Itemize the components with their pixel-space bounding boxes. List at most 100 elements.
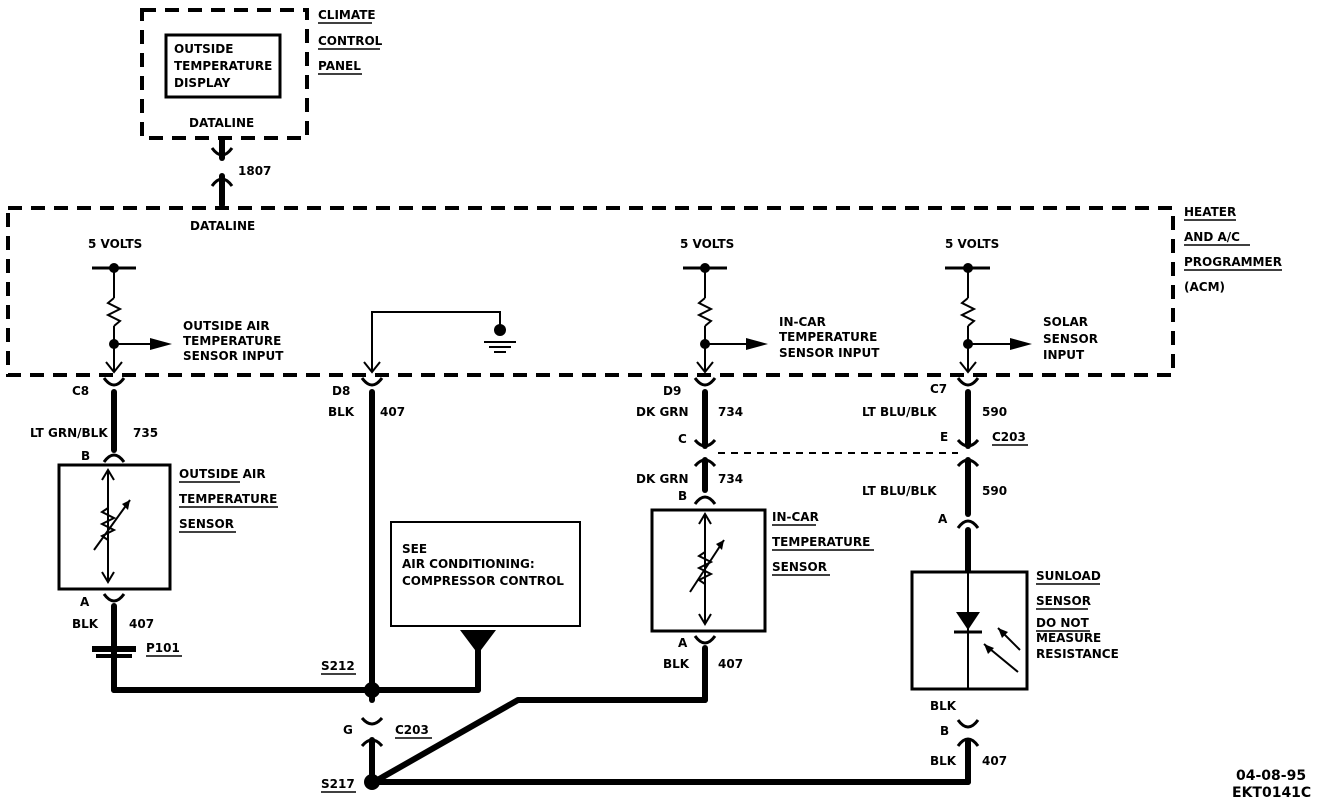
incar-input-line-2: TEMPERATURE [779,330,877,344]
incar-sensor-line-2: TEMPERATURE [772,535,870,549]
outside-air-pin: C8 [72,384,89,398]
display-label-line-1: OUTSIDE [174,42,233,56]
incar-volts: 5 VOLTS [680,237,734,251]
solar-ground-wire [371,719,980,785]
outside-air-sensor-line-3: SENSOR [179,517,234,531]
solar-conn-pin: E [940,430,948,444]
incar-ground-num: 407 [718,657,743,671]
solar-input-line-2: SENSOR [1043,332,1098,346]
outside-air-sensor-line-2: TEMPERATURE [179,492,277,506]
incar-wire-num-1: 734 [718,405,743,419]
thermistor-icon [93,468,131,584]
outside-air-ground-wire [92,593,375,693]
dataline-connector-id: 1807 [238,164,271,178]
panel-title-line-1: CLIMATE [318,8,376,22]
c203-ground-conn: C203 [395,723,429,737]
sunload-warning-line-3: RESISTANCE [1036,647,1119,661]
outside-air-input-line-3: SENSOR INPUT [183,349,284,363]
outside-air-ground-color: BLK [72,617,99,631]
footer-date: 04-08-95 [1236,768,1306,784]
incar-wire [693,377,717,505]
programmer-title-line-1: HEATER [1184,205,1236,219]
outside-air-ground-num: 407 [129,617,154,631]
outside-air-input-line-2: TEMPERATURE [183,334,281,348]
sunload-warning-line-2: MEASURE [1036,631,1101,645]
solar-ground-label: BLK [930,699,957,713]
thermistor-icon [689,512,725,626]
outside-air-pullup [92,263,172,374]
outside-air-wire-num: 735 [133,426,158,440]
solar-pullup [945,263,1032,374]
outside-air-sensor-pin-bottom: A [80,595,90,609]
incar-temperature-sensor [650,508,767,633]
incar-input-line-3: SENSOR INPUT [779,346,880,360]
incar-conn-pin: C [678,432,687,446]
outside-air-input-line-1: OUTSIDE AIR [183,319,270,333]
sunload-warning-line-1: DO NOT [1036,616,1090,630]
dataline-connector [210,137,234,208]
outside-air-temperature-sensor [57,463,172,591]
panel-dataline-label: DATALINE [189,116,254,130]
programmer-title-line-2: AND A/C [1184,230,1240,244]
dataline-label: DATALINE [190,219,255,233]
c203-ground-pin: G [343,723,353,737]
ground-wire-color: BLK [328,405,355,419]
ground-pin: D8 [332,384,350,398]
sunload-sensor-line-1: SUNLOAD [1036,569,1101,583]
note-line-1: SEE [402,542,427,556]
solar-volts: 5 VOLTS [945,237,999,251]
incar-sensor-line-1: IN-CAR [772,510,819,524]
note-line-2: AIR CONDITIONING: [402,557,535,571]
climate-control-panel-outline [140,8,309,140]
solar-pin: C7 [930,382,947,396]
splice-pack-p101: P101 [146,641,180,655]
solar-conn-id: C203 [992,430,1026,444]
footer-code: EKT0141C [1232,785,1311,801]
panel-title-line-2: CONTROL [318,34,383,48]
programmer-title-line-3: PROGRAMMER [1184,255,1282,269]
solar-ground-color: BLK [930,754,957,768]
outside-air-wire [102,377,126,463]
incar-sensor-line-3: SENSOR [772,560,827,574]
solar-input-line-3: INPUT [1043,348,1085,362]
panel-title-line-3: PANEL [318,59,361,73]
outside-air-sensor-pin-top: B [81,449,90,463]
solar-wire-num-1: 590 [982,405,1007,419]
solar-ground-num: 407 [982,754,1007,768]
display-label-line-3: DISPLAY [174,76,231,90]
incar-pin: D9 [663,384,681,398]
solar-wire [956,377,980,575]
splice-s212: S212 [321,659,355,673]
incar-ground-wire [371,635,717,785]
solar-wire-color-1: LT BLU/BLK [862,405,937,419]
solar-sensor-pin-bottom: B [940,724,949,738]
incar-sensor-pin-top: B [678,489,687,503]
ground-reference [363,311,516,374]
incar-input-line-1: IN-CAR [779,315,826,329]
outside-air-sensor-line-1: OUTSIDE AIR [179,467,266,481]
photodiode-icon [954,572,1021,689]
incar-ground-color: BLK [663,657,690,671]
incar-pullup [683,263,768,374]
note-line-3: COMPRESSOR CONTROL [402,574,564,588]
splice-s217: S217 [321,777,355,791]
incar-wire-color-1: DK GRN [636,405,689,419]
solar-wire-color-2: LT BLU/BLK [862,484,937,498]
outside-air-volts: 5 VOLTS [88,237,142,251]
programmer-title-line-4: (ACM) [1184,280,1225,294]
outside-air-wire-color: LT GRN/BLK [30,426,108,440]
sunload-sensor-line-2: SENSOR [1036,594,1091,608]
ground-wire-num: 407 [380,405,405,419]
outside-temperature-display-box [164,33,282,99]
programmer-acm-outline [6,206,1175,377]
incar-wire-color-2: DK GRN [636,472,689,486]
solar-wire-num-2: 590 [982,484,1007,498]
incar-sensor-pin-bottom: A [678,636,688,650]
ground-wire-407 [360,377,496,790]
display-label-line-2: TEMPERATURE [174,59,272,73]
incar-wire-num-2: 734 [718,472,743,486]
solar-input-line-1: SOLAR [1043,315,1088,329]
compressor-control-note-box [390,521,581,627]
solar-sensor-pin-top: A [938,512,948,526]
